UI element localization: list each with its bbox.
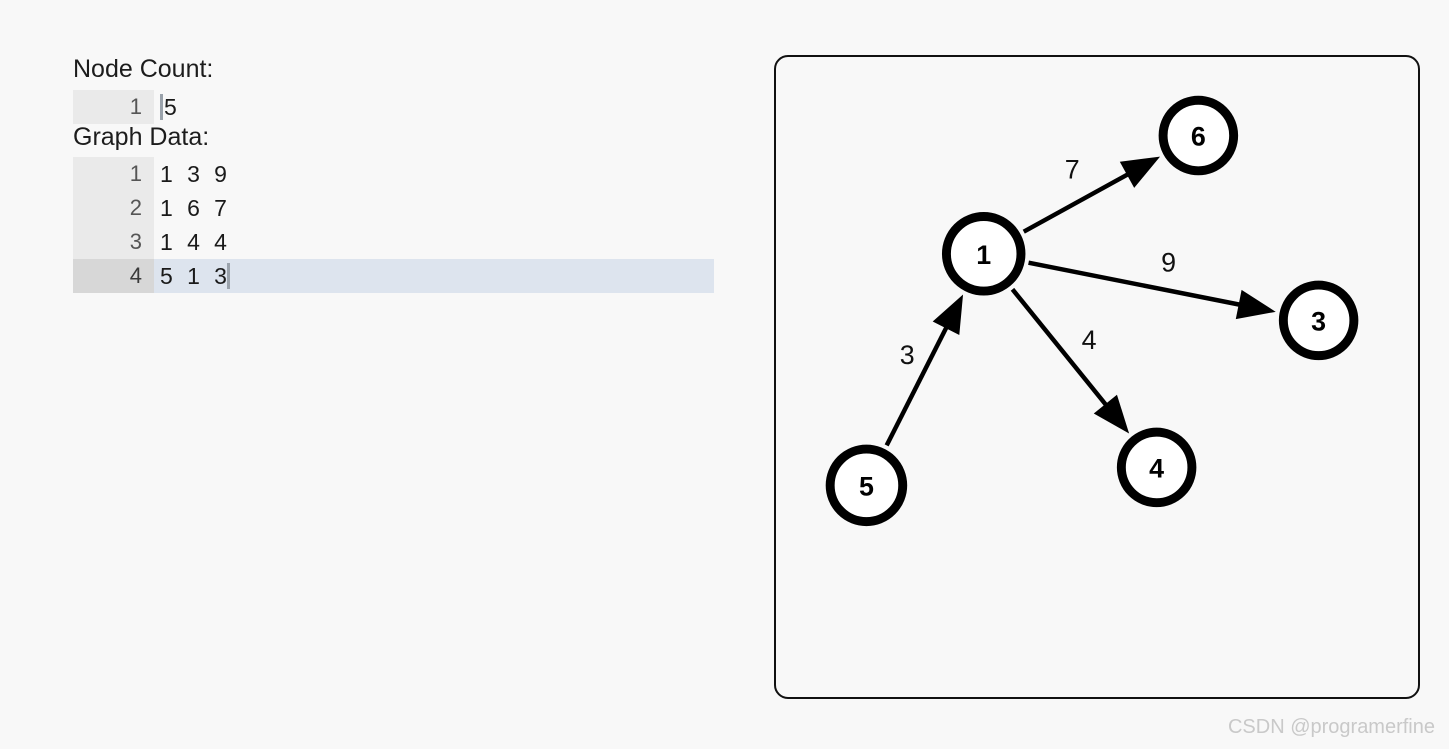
code-line-active[interactable]: 4 5 1 3: [73, 259, 714, 293]
edge-arrowhead-1-4: [1093, 394, 1130, 434]
edge-line-5-1: [884, 321, 951, 447]
code-text: 1 3 9: [160, 160, 228, 187]
editor-panel: Node Count: 1 5 Graph Data: 1 1 3 9 2 1 …: [73, 55, 714, 749]
code-line[interactable]: 1 5: [73, 90, 714, 124]
graph-node-label-4: 4: [1149, 453, 1164, 483]
node-count-label: Node Count:: [73, 55, 214, 83]
edge-line-1-4: [1010, 287, 1111, 411]
edge-line-1-6: [1022, 169, 1134, 234]
graph-node-5[interactable]: [825, 444, 908, 527]
edges-layer: [884, 156, 1276, 447]
edge-arrowhead-1-3: [1235, 289, 1276, 320]
edge-line-1-3: [1028, 260, 1245, 308]
code-line[interactable]: 1 1 3 9: [73, 157, 714, 191]
watermark-text: CSDN @programerfine: [1227, 716, 1435, 738]
graph-node-1[interactable]: [941, 212, 1026, 296]
code-line[interactable]: 3 1 4 4: [73, 225, 714, 259]
code-text: 5: [164, 93, 178, 120]
graph-node-4[interactable]: [1116, 427, 1197, 508]
edge-arrowhead-5-1: [932, 294, 964, 335]
graph-node-6[interactable]: [1158, 95, 1239, 176]
text-caret: [160, 94, 163, 120]
code-line[interactable]: 2 1 6 7: [73, 191, 714, 225]
edge-weight-label-1-3: 9: [1161, 248, 1176, 278]
gutter-gap: [73, 124, 154, 157]
graph-canvas-panel[interactable]: 1 6 3 4 5 7 9 4 3: [774, 55, 1420, 699]
graph-node-label-1: 1: [976, 240, 991, 270]
node-count-code-block[interactable]: 1 5: [73, 90, 714, 124]
code-text: 5 1 3: [160, 262, 228, 289]
code-text-area[interactable]: 1 3 9: [154, 157, 714, 191]
line-number: 1: [73, 90, 154, 124]
code-text-area[interactable]: 1 4 4: [154, 225, 714, 259]
code-text: 1 6 7: [160, 194, 228, 221]
line-number: 1: [73, 157, 154, 191]
line-number: 3: [73, 225, 154, 259]
nodes-layer: 1 6 3 4 5: [825, 95, 1359, 527]
graph-svg: 1 6 3 4 5 7 9 4 3: [825, 95, 1359, 527]
edge-labels-layer: 7 9 4 3: [900, 154, 1176, 370]
code-text-area[interactable]: 5: [154, 90, 714, 124]
line-number: 2: [73, 191, 154, 225]
graph-data-label: Graph Data:: [73, 123, 210, 151]
edge-weight-label-1-6: 7: [1065, 154, 1080, 184]
graph-data-code-block[interactable]: 1 1 3 9 2 1 6 7 3 1 4 4 4 5 1 3: [73, 157, 714, 293]
edge-weight-label-5-1: 3: [900, 340, 915, 370]
code-text: 1 4 4: [160, 228, 228, 255]
text-caret: [227, 263, 231, 289]
code-text-area[interactable]: 1 6 7: [154, 191, 714, 225]
graph-node-3[interactable]: [1278, 280, 1359, 361]
graph-node-label-3: 3: [1311, 306, 1326, 336]
code-text-area[interactable]: 5 1 3: [154, 259, 714, 293]
graph-node-label-5: 5: [859, 471, 874, 501]
line-number: 4: [73, 259, 154, 293]
edge-weight-label-1-4: 4: [1082, 325, 1097, 355]
edge-arrowhead-1-6: [1119, 156, 1161, 188]
graph-node-label-6: 6: [1191, 122, 1206, 152]
